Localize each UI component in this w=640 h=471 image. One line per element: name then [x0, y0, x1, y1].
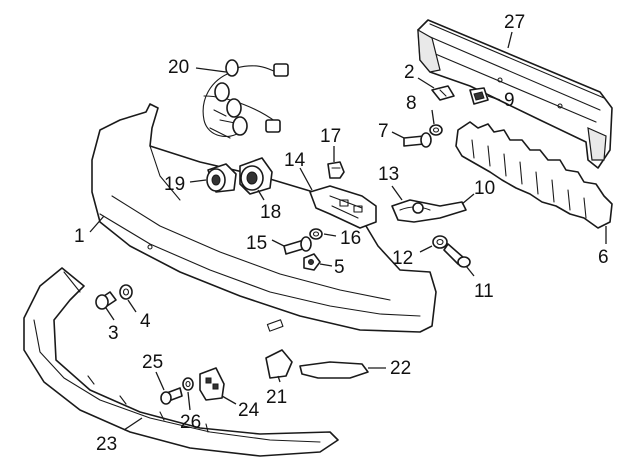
callout-24: 24	[238, 400, 260, 421]
part-7-bolt	[403, 132, 432, 148]
callout-7: 7	[378, 121, 389, 142]
part-19-parking-sensor	[206, 163, 237, 193]
leader-4	[127, 299, 137, 313]
part-22-reflector	[299, 361, 369, 379]
callout-22: 22	[390, 358, 411, 379]
part-23-lower-valance	[23, 267, 339, 457]
leader-13	[391, 185, 403, 201]
leader-10	[461, 193, 475, 205]
part-3-bolt	[95, 291, 117, 310]
part-4-washer	[119, 284, 133, 300]
callout-21: 21	[266, 387, 287, 408]
part-5-nut	[303, 253, 321, 271]
part-12-washer	[432, 235, 448, 249]
callout-2: 2	[404, 62, 415, 83]
part-18-sensor-holder	[239, 157, 273, 195]
callout-16: 16	[340, 228, 361, 249]
part-16-washer	[309, 228, 323, 240]
leader-2	[417, 77, 435, 89]
part-14-side-bracket	[309, 185, 377, 229]
part-15-bolt	[283, 236, 312, 255]
callout-18: 18	[260, 202, 281, 223]
leader-25	[155, 371, 165, 391]
leader-19	[189, 179, 207, 183]
callout-labels: 1 2 3 4 5 6 7 8 9 10 11 12 13 14 15 16 1…	[74, 12, 609, 455]
part-1-bumper-cover	[91, 103, 437, 333]
leader-15	[271, 239, 285, 247]
part-27-reinforcement-beam	[417, 19, 613, 169]
callout-1: 1	[74, 226, 85, 247]
part-2-nut-clip	[431, 85, 455, 101]
callout-12: 12	[392, 248, 413, 269]
leader-21	[277, 375, 281, 383]
leader-16	[323, 233, 337, 237]
leader-lines	[89, 31, 607, 431]
part-26-washer	[182, 377, 194, 391]
part-21-cap	[265, 349, 293, 379]
callout-11: 11	[474, 281, 494, 302]
callout-25: 25	[142, 352, 163, 373]
part-17-clip	[327, 161, 345, 179]
leader-5	[319, 263, 333, 267]
part-13-wire-bracket	[391, 199, 467, 223]
callout-10: 10	[474, 178, 495, 199]
callout-27: 27	[504, 12, 525, 33]
callout-9: 9	[504, 90, 515, 111]
part-10-clip	[412, 202, 424, 214]
leader-9	[487, 95, 501, 101]
leader-8	[431, 109, 435, 125]
part-9-retainer	[469, 87, 489, 105]
part-6-energy-absorber	[455, 121, 613, 229]
callout-4: 4	[140, 311, 151, 332]
leader-18	[257, 189, 265, 201]
leader-23	[123, 417, 143, 431]
leader-11	[465, 265, 475, 277]
leader-7	[391, 131, 405, 139]
leader-1	[89, 215, 105, 233]
callout-6: 6	[598, 247, 609, 268]
callout-26: 26	[180, 412, 201, 433]
callout-15: 15	[246, 233, 267, 254]
part-25-bolt	[160, 387, 183, 405]
callout-8: 8	[406, 93, 417, 114]
callout-23: 23	[96, 434, 117, 455]
callout-13: 13	[378, 164, 399, 185]
callout-5: 5	[334, 257, 345, 278]
leader-27	[507, 31, 513, 49]
part-20-wiring-harness	[202, 59, 289, 139]
leader-24	[221, 395, 237, 405]
leader-14	[299, 167, 313, 191]
part-24-bracket	[199, 367, 225, 401]
leader-26	[187, 391, 191, 411]
leader-12	[419, 245, 433, 253]
callout-20: 20	[168, 57, 189, 78]
callout-17: 17	[320, 126, 341, 147]
part-8-washer	[429, 124, 443, 136]
callout-3: 3	[108, 323, 119, 344]
part-11-bolt	[443, 243, 471, 268]
callout-14: 14	[284, 150, 306, 171]
callout-19: 19	[164, 174, 185, 195]
leader-3	[105, 307, 115, 321]
leader-20	[195, 67, 227, 73]
